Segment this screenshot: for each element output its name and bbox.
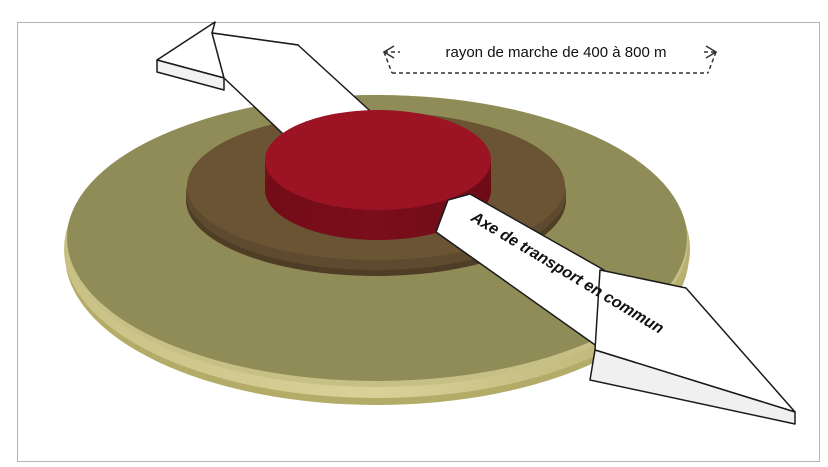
walking-radius-indicator <box>382 45 718 74</box>
transit-arrow-head-side <box>589 349 796 425</box>
walking-radius-label: rayon de marche de 400 à 800 m <box>446 44 667 61</box>
core-station-disk <box>265 110 491 240</box>
transit-arrow-far-head-side <box>156 59 225 91</box>
figure-frame <box>17 22 820 462</box>
